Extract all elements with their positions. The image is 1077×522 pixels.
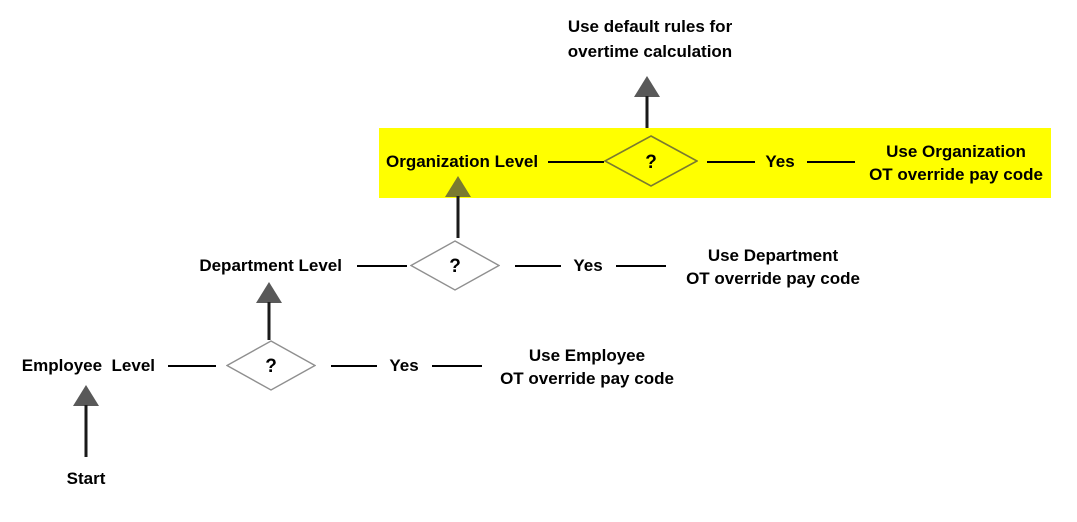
- organization-row-highlight: [379, 128, 1051, 198]
- arrow-start-to-employee: [70, 385, 102, 457]
- organization-decision-symbol: ?: [645, 152, 657, 173]
- default-rules-outcome-line2: overtime calculation: [567, 42, 733, 61]
- employee-label-to-decision-line: [168, 365, 216, 367]
- organization-yes-label: Yes: [765, 152, 795, 171]
- employee-decision-symbol: ?: [265, 356, 277, 377]
- employee-decision-diamond: [226, 340, 316, 391]
- organization-level-label: Organization Level: [386, 152, 539, 171]
- employee-outcome-line2: OT override pay code: [500, 369, 674, 388]
- department-outcome-line2: OT override pay code: [686, 269, 860, 288]
- organization-yes-to-outcome-line: [807, 161, 855, 163]
- default-rules-outcome-line1: Use default rules for: [567, 17, 733, 36]
- employee-level-label: Employee Level: [21, 356, 155, 375]
- department-outcome-line1: Use Department: [707, 246, 839, 265]
- arrow-department-to-organization: [442, 176, 474, 238]
- organization-decision-diamond: [604, 135, 698, 187]
- department-yes-label: Yes: [573, 256, 603, 275]
- department-decision-to-yes-line: [515, 265, 561, 267]
- department-level-label: Department Level: [199, 256, 342, 275]
- organization-outcome-line1: Use Organization: [886, 142, 1026, 161]
- arrow-employee-to-department: [253, 282, 285, 340]
- arrow-organization-to-default: [631, 76, 663, 128]
- employee-decision-to-yes-line: [331, 365, 377, 367]
- department-decision-symbol: ?: [449, 256, 461, 277]
- employee-yes-label: Yes: [389, 356, 419, 375]
- employee-yes-to-outcome-line: [432, 365, 482, 367]
- department-decision-diamond: [410, 240, 500, 291]
- organization-label-to-decision-line: [548, 161, 604, 163]
- employee-outcome-line1: Use Employee: [528, 346, 646, 365]
- department-yes-to-outcome-line: [616, 265, 666, 267]
- start-label: Start: [66, 469, 106, 488]
- organization-decision-to-yes-line: [707, 161, 755, 163]
- department-label-to-decision-line: [357, 265, 407, 267]
- organization-outcome-line2: OT override pay code: [869, 165, 1043, 184]
